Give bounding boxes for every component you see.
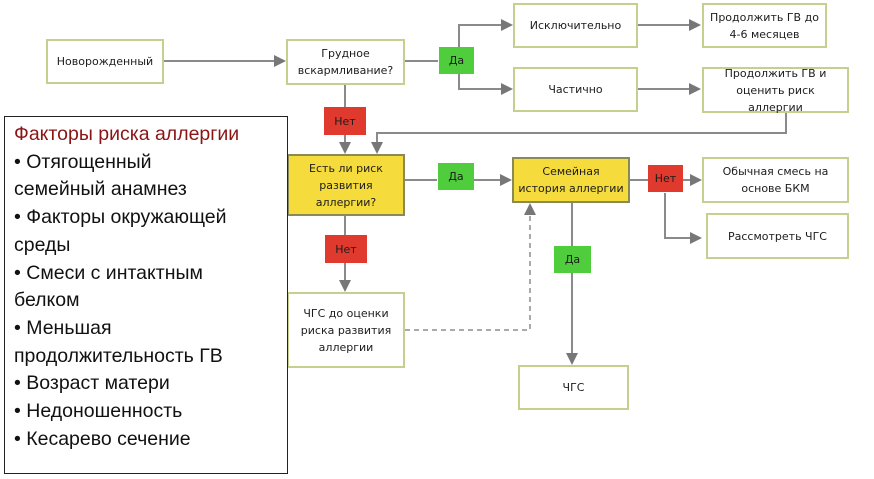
legend-line: белком [14, 289, 80, 312]
badge-no-risk: Нет [325, 235, 367, 263]
legend-line: • Факторы окружающей [14, 206, 227, 229]
node-continue-bf-4-6-label: Продолжить ГВ до 4-6 месяцев [710, 10, 819, 41]
dashed-arrow-phf-before-to-family [405, 203, 536, 331]
risk-factors-legend: Факторы риска аллергии • Отягощенный сем… [4, 116, 288, 474]
arrow-no-to-consider-phf [664, 193, 702, 244]
node-consider-phf: Рассмотреть ЧГС [706, 213, 849, 259]
node-consider-phf-label: Рассмотреть ЧГС [728, 229, 827, 243]
legend-line: • Меньшая [14, 316, 112, 339]
node-phf: ЧГС [518, 365, 629, 410]
node-continue-bf-assess: Продолжить ГВ и оценить риск аллергии [702, 66, 849, 114]
legend-line: • Смеси с интактным [14, 261, 203, 284]
node-phf-before-assess: ЧГС до оценки риска развития аллергии [287, 292, 405, 368]
node-partially-label: Частично [548, 83, 603, 96]
legend-line: • Возраст матери [14, 372, 170, 395]
node-family-history-label: Семейная история аллергии [518, 165, 624, 195]
node-allergy-risk: Есть ли риск развития аллергии? [287, 154, 405, 216]
node-regular-formula: Обычная смесь на основе БКМ [702, 157, 849, 203]
legend-line: продолжительность ГВ [14, 344, 223, 367]
legend-line: семейный анамнез [14, 178, 187, 201]
badge-yes-breastfeeding: Да [439, 47, 474, 74]
node-exclusively: Исключительно [513, 3, 638, 48]
node-exclusively-label: Исключительно [529, 19, 622, 32]
node-newborn-label: Новорожденный [56, 55, 154, 68]
legend-line: • Кесарево сечение [14, 427, 191, 450]
node-allergy-risk-label: Есть ли риск развития аллергии? [309, 161, 383, 209]
badge-yes-family-history: Да [554, 246, 591, 273]
node-family-history: Семейная история аллергии [512, 157, 630, 203]
legend-line: • Недоношенность [14, 400, 183, 423]
node-regular-formula-label: Обычная смесь на основе БКМ [722, 165, 829, 195]
node-phf-label: ЧГС [562, 381, 585, 394]
arrow-yes-to-exclusively [458, 19, 513, 50]
node-partially: Частично [513, 67, 638, 112]
node-continue-bf-assess-label: Продолжить ГВ и оценить риск аллергии [724, 66, 827, 114]
node-continue-bf-4-6: Продолжить ГВ до 4-6 месяцев [702, 3, 827, 48]
legend-title: Факторы риска аллергии [14, 123, 240, 145]
node-phf-before-assess-label: ЧГС до оценки риска развития аллергии [300, 306, 392, 354]
legend-line: • Отягощенный [14, 150, 152, 173]
node-newborn: Новорожденный [46, 39, 164, 84]
node-breastfeeding-label: Грудное вскармливание? [297, 47, 394, 77]
badge-yes-risk: Да [438, 163, 474, 190]
badge-no-family-history: Нет [648, 165, 683, 192]
arrow-assess-to-risk [371, 112, 787, 154]
node-breastfeeding: Грудное вскармливание? [286, 39, 405, 85]
badge-no-breastfeeding: Нет [324, 107, 366, 135]
legend-line: среды [14, 233, 71, 256]
arrow-yes-to-partially [458, 74, 513, 95]
